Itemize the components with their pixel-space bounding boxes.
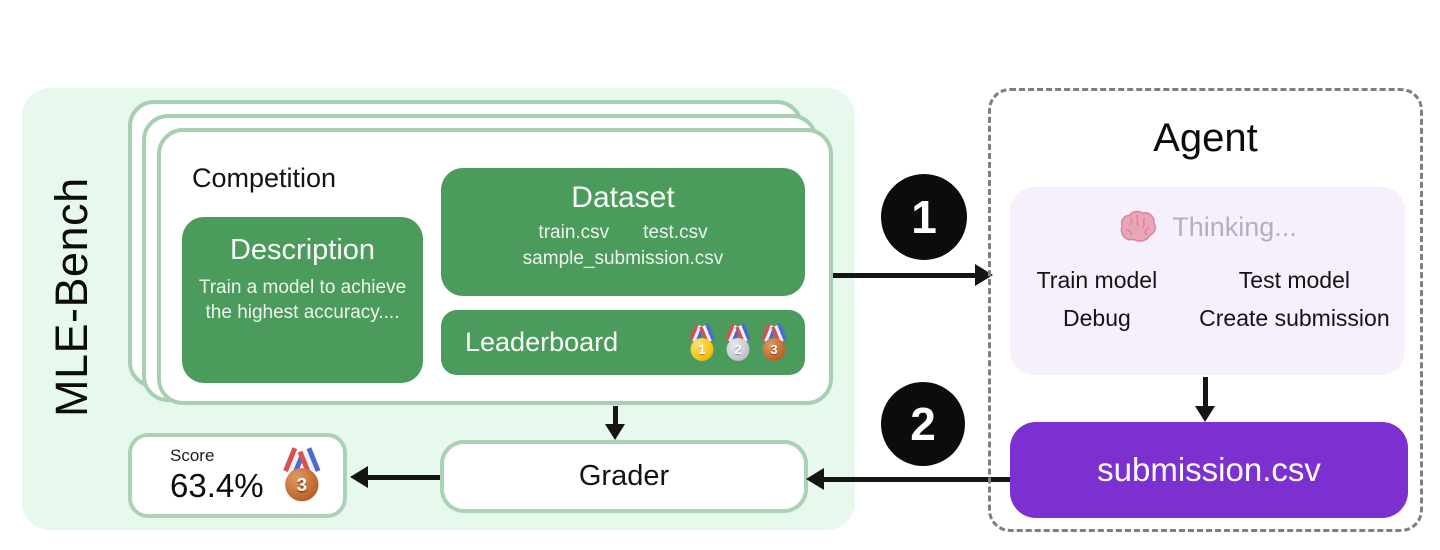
arrow-grader-to-score [368, 475, 440, 480]
score-text-group: Score 63.4% [170, 446, 264, 505]
brain-icon [1120, 210, 1157, 242]
action-create-submission: Create submission [1199, 305, 1390, 331]
bronze-medal-rank: 3 [284, 467, 319, 501]
dataset-file-sample-submission: sample_submission.csv [522, 248, 724, 269]
arrow-submission-to-grader-head [806, 468, 824, 490]
score-value: 63.4% [170, 467, 264, 504]
thinking-row: Thinking... [1010, 205, 1405, 249]
action-train-model: Train model [1036, 267, 1158, 293]
arrow-card-to-grader [613, 406, 618, 425]
leaderboard-title: Leaderboard [465, 327, 619, 357]
grader-box: Grader [440, 440, 808, 513]
grader-label: Grader [578, 460, 670, 492]
arrow-grader-to-score-head [350, 466, 368, 488]
silver-medal-rank: 2 [726, 337, 750, 361]
arrow-bench-to-agent [833, 273, 976, 278]
agent-action-row: Debug Create submission [1010, 305, 1405, 332]
dataset-box: Dataset train.csv test.csv sample_submis… [441, 168, 805, 296]
bronze-medal-icon: 3 [282, 446, 321, 501]
competition-title: Competition [192, 163, 337, 193]
silver-medal-icon: 2 [725, 323, 751, 361]
dataset-file-train: train.csv [538, 222, 610, 243]
bronze-medal-icon: 3 [761, 323, 787, 361]
description-title: Description [229, 234, 376, 266]
mle-bench-label: MLE-Bench [46, 177, 97, 417]
agent-thinking-panel: Thinking... Train model Test model Debug… [1010, 187, 1405, 375]
description-box: Description Train a model to achieve the… [182, 217, 423, 383]
leaderboard-box: Leaderboard 1 2 3 [441, 310, 805, 375]
agent-title: Agent [1153, 116, 1258, 160]
arrow-card-to-grader-head [605, 424, 625, 440]
gold-medal-icon: 1 [689, 323, 715, 361]
leaderboard-medals: 1 2 3 [689, 323, 787, 361]
thinking-status: Thinking... [1172, 211, 1297, 242]
score-box: Score 63.4% 3 [128, 433, 347, 518]
submission-label: submission.csv [1097, 451, 1321, 488]
arrow-submission-to-grader [824, 477, 1010, 482]
action-debug: Debug [1063, 305, 1131, 331]
step-1-badge: 1 [881, 174, 967, 260]
description-body: Train a model to achieve the highest acc… [198, 277, 407, 323]
agent-actions: Train model Test model Debug Create subm… [1010, 267, 1405, 332]
submission-box: submission.csv [1010, 422, 1408, 518]
action-test-model: Test model [1238, 267, 1350, 293]
gold-medal-rank: 1 [690, 337, 714, 361]
dataset-file-test: test.csv [643, 222, 708, 243]
score-label: Score [170, 446, 215, 465]
arrow-agent-to-submission [1203, 377, 1208, 407]
bronze-medal-rank: 3 [762, 337, 786, 361]
agent-container [988, 88, 1423, 532]
dataset-files-row: train.csv test.csv [441, 222, 805, 244]
arrow-agent-to-submission-head [1195, 406, 1215, 422]
step-2-badge: 2 [881, 382, 965, 466]
dataset-title: Dataset [571, 181, 675, 214]
agent-action-row: Train model Test model [1010, 267, 1405, 294]
